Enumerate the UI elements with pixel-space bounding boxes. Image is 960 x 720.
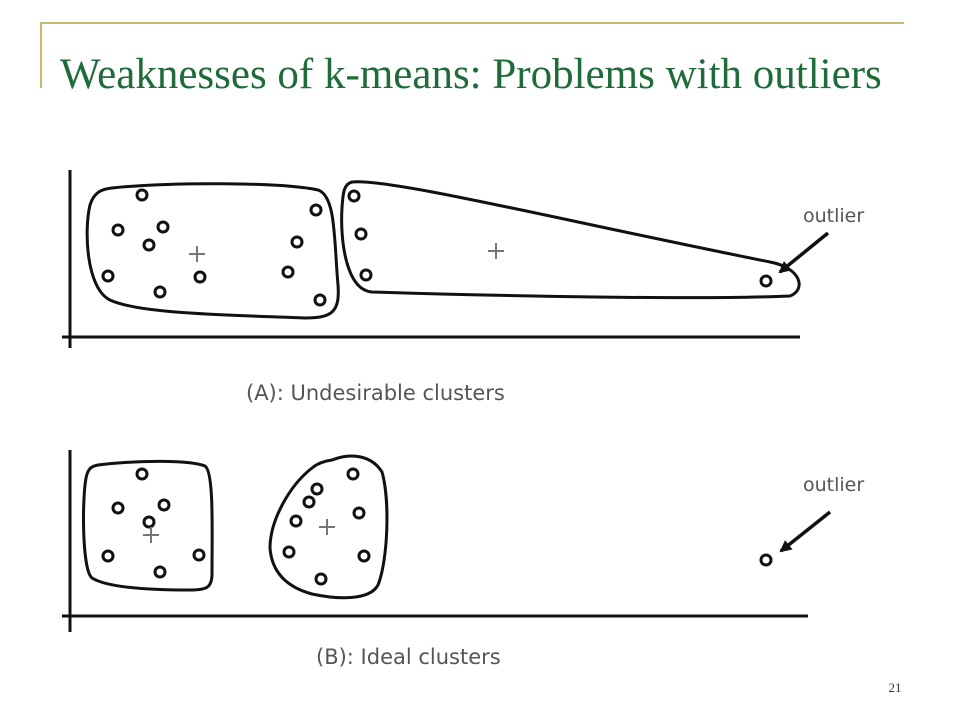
a-point xyxy=(142,238,156,252)
b-point xyxy=(310,482,324,496)
b-point xyxy=(289,514,303,528)
a-point xyxy=(354,227,368,241)
b-point xyxy=(314,572,328,586)
b-point xyxy=(111,501,125,515)
a-point xyxy=(156,220,170,234)
b-cluster-right-outline xyxy=(268,454,389,600)
a-point xyxy=(101,269,115,283)
b-caption: (B): Ideal clusters xyxy=(316,645,501,669)
a-point xyxy=(281,265,295,279)
b-outlier-point xyxy=(759,553,773,567)
a-point xyxy=(309,203,323,217)
a-point xyxy=(290,235,304,249)
a-point xyxy=(313,293,327,307)
a-outlier-point xyxy=(759,274,773,288)
a-point xyxy=(359,268,373,282)
b-centroid-right xyxy=(319,519,335,535)
a-outlier-label: outlier xyxy=(803,205,864,227)
b-point xyxy=(346,467,360,481)
b-point xyxy=(352,506,366,520)
frame-top-rule xyxy=(40,22,904,24)
a-cluster-left-outline xyxy=(85,182,340,320)
b-point xyxy=(357,549,371,563)
diagram-b: outlier (B): Ideal clusters xyxy=(62,450,864,669)
a-point xyxy=(135,188,149,202)
b-point xyxy=(282,545,296,559)
b-point xyxy=(101,549,115,563)
b-outlier-arrow xyxy=(779,510,832,553)
page-number: 21 xyxy=(888,680,902,695)
b-cluster-left-outline xyxy=(82,459,214,592)
a-point xyxy=(347,189,361,203)
b-point xyxy=(153,565,167,579)
b-outlier-label: outlier xyxy=(803,474,864,496)
a-point xyxy=(193,270,207,284)
a-cluster-right-outline xyxy=(340,180,801,300)
b-point xyxy=(192,548,206,562)
a-point xyxy=(111,223,125,237)
b-centroid-left xyxy=(143,527,159,543)
slide-title: Weaknesses of k-means: Problems with out… xyxy=(60,51,882,98)
b-point xyxy=(142,515,156,529)
a-centroid-left xyxy=(189,246,205,262)
a-centroid-right xyxy=(488,243,504,259)
a-outlier-arrow xyxy=(778,231,830,274)
b-point xyxy=(157,498,171,512)
diagram-a: outlier (A): Undesirable clusters xyxy=(62,170,864,405)
frame-left-rule xyxy=(40,22,42,88)
a-point xyxy=(153,285,167,299)
b-point xyxy=(302,495,316,509)
b-point xyxy=(135,467,149,481)
a-caption: (A): Undesirable clusters xyxy=(246,381,505,405)
